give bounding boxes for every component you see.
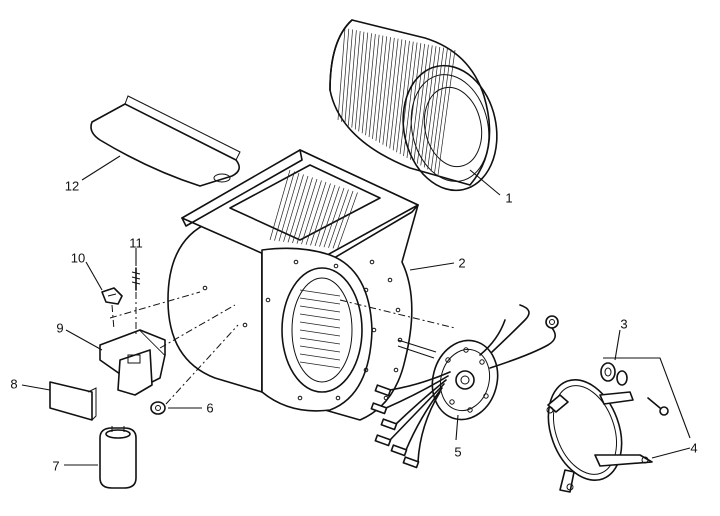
cut-off-plate <box>90 95 241 187</box>
blower-wheel <box>329 19 498 192</box>
callout-4: 4 <box>690 440 698 456</box>
callout-10: 10 <box>70 250 86 266</box>
callout-2: 2 <box>458 255 466 271</box>
callout-5: 5 <box>454 444 462 460</box>
screw <box>131 267 141 335</box>
nut <box>150 324 239 415</box>
leader-lines <box>21 155 691 466</box>
callout-3: 3 <box>620 316 628 332</box>
cover-plate <box>49 381 97 421</box>
callout-11: 11 <box>129 235 143 251</box>
capacitor-bracket <box>99 291 236 396</box>
callout-12: 12 <box>64 178 80 194</box>
motor-mount-bracket <box>546 378 653 493</box>
clip <box>101 287 123 331</box>
motor <box>339 299 559 469</box>
callout-8: 8 <box>10 376 18 392</box>
callout-6: 6 <box>206 400 214 416</box>
motor-mount-hardware <box>600 362 669 416</box>
callout-7: 7 <box>52 458 60 474</box>
blower-housing <box>167 149 419 421</box>
callout-1: 1 <box>505 190 513 206</box>
callout-9: 9 <box>56 320 64 336</box>
capacitor <box>99 426 137 489</box>
